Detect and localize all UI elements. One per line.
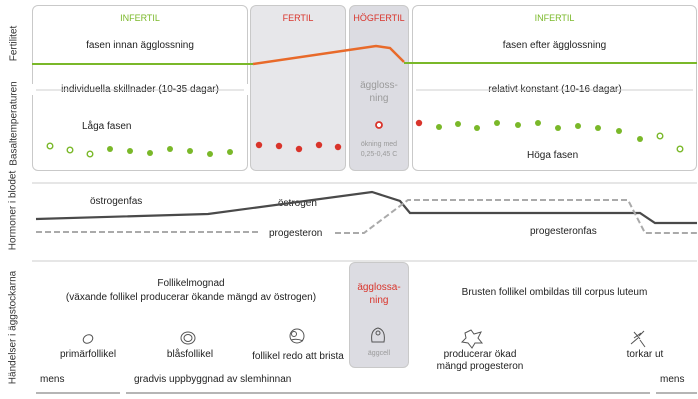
vesicle-follicle-icon [180,331,196,345]
basal-dot [46,142,54,150]
basal-dot [167,146,173,152]
basal-dot [637,136,643,142]
fertility-after-text: fasen efter ägglossning [502,40,607,51]
basal-dots-fertile [255,121,383,153]
basal-dot [315,141,323,149]
basal-dot [616,128,622,134]
mens-left-text: mens [40,374,65,385]
basal-dot [275,142,283,150]
basal-dot [187,148,193,154]
basal-dot [555,125,561,131]
ovary-corpus-text: Brusten follikel ombildas till corpus lu… [461,287,648,298]
basal-dot [255,141,263,149]
estrogen-line [35,190,697,225]
basal-dot [575,123,581,129]
basal-dot [375,121,383,129]
hormone-estrogen-phase: östrogenfas [90,196,143,207]
basal-dot [86,150,94,158]
label-produces-l2: mängd progesteron [436,361,524,372]
phase-infertil-right: INFERTIL [534,13,575,23]
basal-dot [227,149,233,155]
basal-rise-l1: ökning med [360,141,398,148]
label-ready-follicle: follikel redo att brista [252,351,344,362]
fertil-panel [250,5,346,171]
basal-dot [207,151,213,157]
hogfertil-panel [349,5,409,171]
phase-hogfertil: HÖGFERTIL [353,13,405,23]
mens-right-text: mens [660,374,685,385]
basal-dot [515,122,521,128]
dried-follicle-icon [630,330,646,348]
basal-dot [535,120,541,126]
label-egg-cell: äggcell [367,350,391,357]
basal-ovulation-l1: äggloss- [360,80,398,91]
basal-dot [127,148,133,154]
basal-rise-l2: 0,25-0,45 C [360,151,398,158]
ovary-follicle-sub: (växande follikel producerar ökande mäng… [65,292,317,303]
progesterone-line-rise [335,199,697,234]
basal-dots-high [415,119,684,153]
basal-dot [494,120,500,126]
basal-dot [107,146,113,152]
hormone-estrogen: östrogen [278,198,317,209]
basal-dot [295,145,303,153]
ovary-ovulation-l2: ning [369,295,389,306]
label-dries-out: torkar ut [626,349,664,360]
basal-dot [66,146,74,154]
hormone-progesterone-phase: progesteronfas [530,226,597,237]
basal-dot [676,145,684,153]
primary-follicle-icon [82,334,94,344]
ovary-ovulation-l1: ägglossa- [357,282,401,293]
basal-dot [415,119,423,127]
basal-dot [474,125,480,131]
ready-follicle-icon [289,328,305,344]
label-produces-l1: producerar ökad [443,349,517,360]
basal-dot [595,125,601,131]
basal-high-text: Höga fasen [527,150,579,161]
phase-fertil: FERTIL [282,13,314,23]
label-primary-follicle: primärfollikel [59,349,117,360]
fertility-before-text: fasen innan ägglossning [86,40,194,51]
fertility-line-peak [252,44,405,66]
corpus-luteum-icon [460,329,484,349]
ovulation-column [349,262,409,368]
basal-dot [334,143,342,151]
ovary-follicle-title: Follikelmognad [157,278,225,289]
lining-text: gradvis uppbyggnad av slemhinnan [134,374,292,385]
basal-dot [436,124,442,130]
egg-cell-icon [371,327,385,343]
basal-ovulation-l2: ning [369,93,389,104]
hormone-progesterone: progesteron [269,228,323,239]
basal-dot [455,121,461,127]
basal-low-text: Låga fasen [82,121,132,132]
basal-dot [147,150,153,156]
label-vesicle-follicle: blåsfollikel [166,349,214,360]
infertil-right-panel [412,5,697,171]
phase-infertil-left: INFERTIL [120,13,160,23]
basal-dots-low [46,142,233,158]
basal-dot [656,132,664,140]
